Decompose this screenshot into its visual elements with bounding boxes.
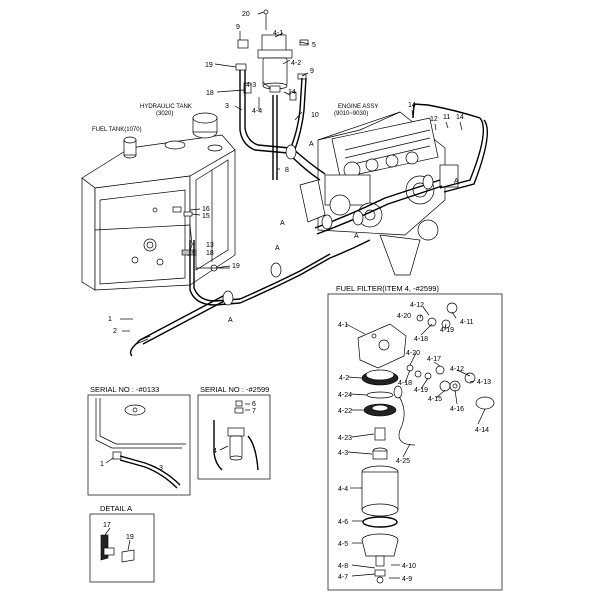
- callout-18b: 18: [206, 250, 214, 257]
- callout-14c: 14: [456, 114, 464, 121]
- callout-15: 15: [202, 213, 210, 220]
- ff-4-14: 4-14: [475, 427, 489, 434]
- section-a-5: A: [228, 317, 233, 324]
- ff-4-16: 4-16: [450, 406, 464, 413]
- hydraulic-tank-label: HYDRAULIC TANK: [140, 104, 192, 110]
- ff-4-6: 4-6: [338, 519, 348, 526]
- callout-9b: 9: [310, 68, 314, 75]
- callout-4-3: 4-3: [246, 82, 256, 89]
- serial-0133-panel: SERIAL NO : -#0133 1 3: [87, 385, 191, 496]
- ff-4-5: 4-5: [338, 541, 348, 548]
- s0133-part-3: 3: [159, 465, 163, 472]
- ff-4-25: 4-25: [396, 458, 410, 465]
- s2599-part-7: 7: [252, 408, 256, 415]
- ff-4-15: 4-15: [428, 396, 442, 403]
- callout-19: 19: [205, 62, 213, 69]
- detail-a-part-17: 17: [103, 522, 111, 529]
- callout-20: 20: [242, 11, 250, 18]
- ff-4-1: 4-1: [338, 322, 348, 329]
- section-a-6: A: [454, 178, 459, 185]
- serial-2599-panel: SERIAL NO : -#2599 6 7 4: [197, 385, 271, 480]
- ff-4-23: 4-23: [338, 435, 352, 442]
- ff-4-7: 4-7: [338, 574, 348, 581]
- detail-a-title: DETAIL A: [100, 504, 132, 513]
- s0133-part-1: 1: [100, 461, 104, 468]
- fuel-hydraulic-tank: [81, 112, 236, 291]
- callout-18: 18: [206, 90, 214, 97]
- ff-4-10: 4-10: [402, 563, 416, 570]
- callout-11: 11: [443, 114, 450, 121]
- ff-4-24: 4-24: [338, 392, 352, 399]
- ff-4-22: 4-22: [338, 408, 352, 415]
- callout-12: 12: [430, 116, 438, 123]
- callout-14: 14: [288, 89, 296, 96]
- callout-4-1: 4-1: [273, 30, 283, 37]
- callout-19b: 19: [232, 263, 240, 270]
- callout-4-4: 4-4: [252, 108, 262, 115]
- callout-9: 9: [236, 24, 240, 31]
- engine-assembly: [299, 111, 459, 276]
- serial-2599-title: SERIAL NO : -#2599: [200, 385, 269, 394]
- ff-4-20a: 4-20: [397, 313, 411, 320]
- ff-4-9: 4-9: [402, 576, 412, 583]
- ff-4-13: 4-13: [477, 379, 491, 386]
- ff-4-11: 4-11: [460, 319, 474, 326]
- main-callouts: 20 9 4-1 5 4-2 19 9 4-3 18 14 4-4 3 10 1…: [108, 11, 464, 335]
- callout-5: 5: [312, 42, 316, 49]
- detail-a-panel: DETAIL A 17 19: [89, 504, 155, 583]
- callout-16: 16: [202, 206, 210, 213]
- leader-lines: [120, 11, 463, 332]
- section-a-3: A: [280, 220, 285, 227]
- fuel-tank-label: FUEL TANK(1070): [92, 127, 142, 133]
- engine-assy-label: ENGINE ASSY: [338, 104, 378, 110]
- ff-4-20b: 4-20: [406, 350, 420, 357]
- ff-4-19a: 4-19: [440, 327, 454, 334]
- callout-10: 10: [311, 112, 319, 119]
- ff-4-8: 4-8: [338, 563, 348, 570]
- callout-4-2: 4-2: [291, 60, 301, 67]
- section-a-2: A: [354, 233, 359, 240]
- ff-4-2: 4-2: [339, 375, 349, 382]
- hydraulic-tank-ref: (3020): [156, 111, 173, 117]
- s2599-part-6: 6: [252, 401, 256, 408]
- ff-4-19b: 4-19: [414, 387, 428, 394]
- callout-2: 2: [113, 328, 117, 335]
- callout-3: 3: [225, 103, 229, 110]
- callout-14b: 14: [408, 102, 416, 109]
- callout-1: 1: [108, 316, 112, 323]
- serial-0133-title: SERIAL NO : -#0133: [90, 385, 159, 394]
- ff-4-12a: 4-12: [410, 302, 424, 309]
- engine-assy-ref: (9010~9030): [334, 111, 368, 117]
- callout-13: 13: [206, 242, 214, 249]
- detail-a-part-19: 19: [126, 534, 134, 541]
- fuel-filter-title: FUEL FILTER(ITEM 4, -#2599): [336, 284, 439, 293]
- ff-4-17: 4-17: [427, 356, 441, 363]
- section-markers: [222, 144, 434, 306]
- s2599-part-4: 4: [213, 448, 217, 455]
- ff-4-18b: 4-18: [398, 380, 412, 387]
- top-filter-assembly: [235, 9, 309, 110]
- callout-8: 8: [285, 167, 289, 174]
- ff-4-4: 4-4: [338, 486, 348, 493]
- ff-4-12b: 4-12: [450, 366, 464, 373]
- section-a-4: A: [275, 245, 280, 252]
- fuel-filter-panel: FUEL FILTER(ITEM 4, -#2599): [327, 284, 503, 591]
- ff-4-18a: 4-18: [414, 336, 428, 343]
- section-a-1: A: [309, 141, 314, 148]
- ff-4-3: 4-3: [338, 450, 348, 457]
